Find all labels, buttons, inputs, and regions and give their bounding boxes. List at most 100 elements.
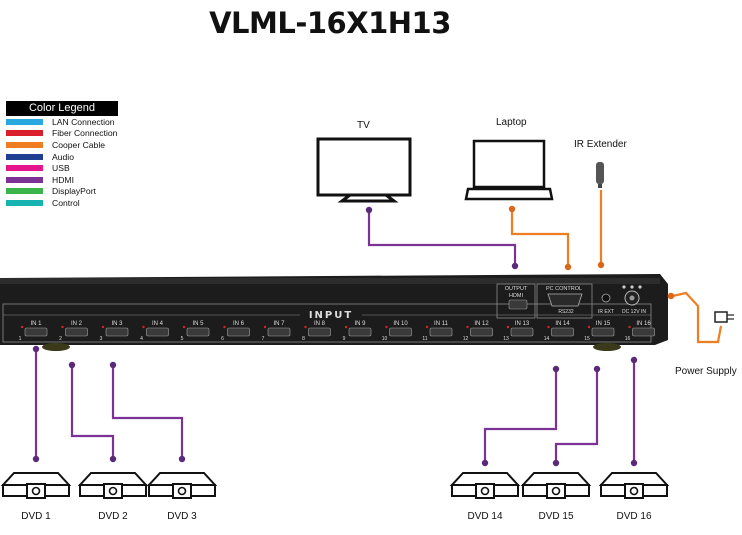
cables bbox=[34, 190, 723, 463]
input-port-label: IN 1 bbox=[30, 321, 42, 327]
input-port-label: IN 2 bbox=[71, 321, 83, 327]
port-led bbox=[20, 325, 24, 329]
legend-item: Audio bbox=[6, 151, 118, 163]
legend-item: Fiber Connection bbox=[6, 128, 118, 140]
power-plug-icon bbox=[714, 311, 734, 323]
hdmi-input-port bbox=[470, 327, 493, 337]
hdmi-input-port bbox=[510, 327, 534, 337]
legend-label: DisplayPort bbox=[52, 186, 96, 197]
dvd-player-icon bbox=[520, 472, 592, 499]
hdmi-input-port bbox=[551, 327, 574, 337]
hdmi-input-port bbox=[591, 327, 615, 337]
port-led bbox=[263, 325, 267, 329]
legend-item: HDMI bbox=[6, 174, 118, 186]
input-port-label: IN 7 bbox=[273, 321, 285, 327]
port-number: 4 bbox=[140, 336, 143, 342]
dvd-label: DVD 3 bbox=[167, 511, 197, 522]
input-heading: INPUT bbox=[309, 310, 353, 321]
legend-title: Color Legend bbox=[6, 101, 118, 116]
legend-swatch bbox=[6, 130, 43, 137]
input-port-label: IN 5 bbox=[192, 321, 204, 327]
legend-label: HDMI bbox=[52, 174, 74, 185]
input-port-label: IN 8 bbox=[314, 321, 326, 327]
legend-label: Fiber Connection bbox=[52, 128, 118, 139]
input-port-label: IN 16 bbox=[636, 321, 651, 327]
legend-label: Control bbox=[52, 197, 80, 208]
hdmi-cable-tv bbox=[367, 210, 517, 266]
hdmi-cable-dvd15 bbox=[554, 369, 599, 463]
laptop-label: Laptop bbox=[496, 117, 527, 128]
input-port-label: IN 9 bbox=[354, 321, 366, 327]
hdmi-cable-dvd3 bbox=[111, 365, 184, 459]
dvd-label: DVD 1 bbox=[21, 511, 51, 522]
port-number: 1 bbox=[19, 336, 22, 342]
hdmi-input-port bbox=[24, 327, 48, 337]
port-led bbox=[304, 325, 307, 329]
port-number: 16 bbox=[625, 336, 631, 342]
dc-in-label: DC 12V IN bbox=[622, 309, 646, 315]
legend-item: LAN Connection bbox=[6, 116, 118, 128]
dvd-player-icon bbox=[0, 472, 72, 499]
switcher-chassis bbox=[0, 274, 668, 351]
hdmi-cable-dvd14 bbox=[483, 369, 558, 463]
legend-item: Cooper Cable bbox=[6, 139, 118, 151]
dvd-player-icon bbox=[146, 472, 218, 499]
port-led bbox=[587, 325, 591, 329]
port-led bbox=[425, 325, 429, 329]
port-number: 6 bbox=[221, 336, 224, 342]
pc-control-label: PC CONTROL bbox=[546, 286, 582, 292]
diagram-title: VLML-16X1H13 bbox=[209, 6, 451, 40]
port-number: 8 bbox=[302, 336, 305, 342]
copper-end-dots bbox=[508, 205, 675, 300]
input-port-label: IN 10 bbox=[393, 321, 408, 327]
port-led bbox=[466, 325, 469, 329]
legend-item: DisplayPort bbox=[6, 186, 118, 198]
port-led bbox=[101, 325, 105, 329]
tv-icon bbox=[316, 137, 412, 203]
input-port-label: IN 3 bbox=[111, 321, 123, 327]
input-port-label: IN 6 bbox=[233, 321, 245, 327]
hdmi-input-port bbox=[65, 327, 88, 337]
legend-swatch bbox=[6, 153, 43, 160]
legend-item: USB bbox=[6, 162, 118, 174]
dvd-label: DVD 14 bbox=[467, 511, 503, 522]
port-number: 10 bbox=[382, 336, 388, 342]
hdmi-input-port bbox=[632, 327, 655, 337]
port-number: 3 bbox=[100, 336, 103, 342]
port-led bbox=[142, 325, 145, 329]
legend-swatch bbox=[6, 165, 43, 172]
input-port-label: IN 15 bbox=[596, 321, 611, 327]
legend-swatch bbox=[6, 176, 43, 183]
port-number: 5 bbox=[181, 336, 184, 342]
port-led bbox=[628, 325, 631, 329]
ir-extender-label: IR Extender bbox=[574, 139, 627, 150]
hdmi-input-port bbox=[105, 327, 129, 337]
port-number: 9 bbox=[343, 336, 346, 342]
port-led bbox=[506, 325, 510, 329]
cable-end-dots bbox=[32, 206, 638, 467]
port-number: 11 bbox=[422, 336, 427, 342]
input-port-label: IN 11 bbox=[434, 321, 449, 327]
input-port-label: IN 4 bbox=[152, 321, 164, 327]
dvd-label: DVD 15 bbox=[538, 511, 574, 522]
port-led bbox=[182, 325, 186, 329]
hdmi-input-port bbox=[429, 327, 453, 337]
dvd-player-icon bbox=[598, 472, 670, 499]
hdmi-input-port bbox=[389, 327, 412, 337]
power-cable bbox=[667, 291, 723, 344]
dvd-label: DVD 2 bbox=[98, 511, 128, 522]
port-number: 13 bbox=[503, 336, 509, 342]
legend-item: Control bbox=[6, 197, 118, 209]
dvd-player-icon bbox=[77, 472, 149, 499]
port-number: 7 bbox=[262, 336, 265, 342]
tv-label: TV bbox=[357, 120, 370, 131]
dvd-players bbox=[0, 472, 670, 499]
legend-swatch bbox=[6, 199, 43, 206]
input-port-label: IN 13 bbox=[515, 321, 530, 327]
legend-label: LAN Connection bbox=[52, 116, 115, 127]
hdmi-input-port bbox=[308, 327, 331, 337]
hdmi-input-port bbox=[348, 327, 372, 337]
hdmi-input-port bbox=[227, 327, 250, 337]
